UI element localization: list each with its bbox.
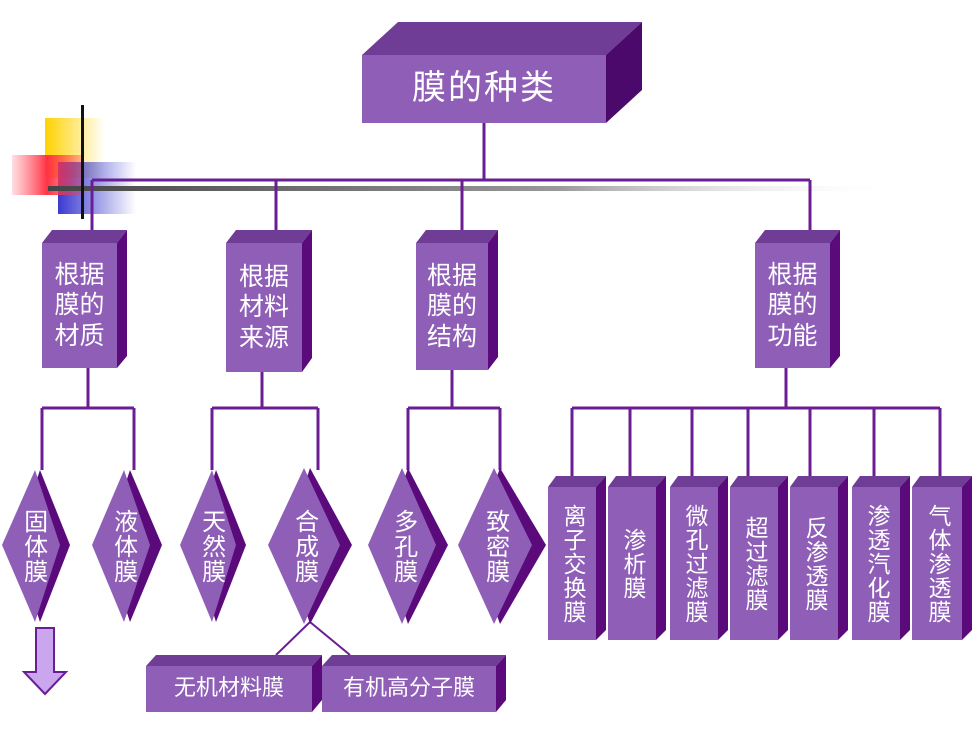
down-arrow-icon <box>21 627 69 696</box>
function-type-pervaporation: 渗透汽化膜 <box>863 503 890 624</box>
category-material-line-1: 根据 <box>54 259 105 289</box>
category-function: 根据 膜的 功能 <box>755 243 830 368</box>
corner-decoration-icon <box>12 105 898 219</box>
synthetic-sub-boxes <box>146 655 506 712</box>
category-material: 根据 膜的 材质 <box>42 243 117 368</box>
category-structure-line-3: 结构 <box>426 321 477 351</box>
category-function-line-1: 根据 <box>767 259 818 289</box>
category-source-line-1: 根据 <box>238 261 289 291</box>
function-boxes <box>548 476 972 640</box>
function-type-gas-permeation: 气体渗透膜 <box>924 503 951 624</box>
diamond-dense <box>458 468 546 624</box>
title-box <box>362 22 642 123</box>
category-function-line-3: 功能 <box>767 320 818 350</box>
structure-type-dense: 致密膜 <box>481 508 510 584</box>
category-box-function <box>755 230 840 368</box>
category-source-line-2: 材料 <box>238 292 289 322</box>
source-type-natural: 天然膜 <box>197 508 226 584</box>
structure-type-porous: 多孔膜 <box>389 508 418 584</box>
category-function-line-2: 膜的 <box>767 290 818 320</box>
category-box-structure <box>416 230 498 370</box>
category-structure: 根据 膜的 结构 <box>416 243 488 370</box>
category-box-material <box>42 230 127 368</box>
diamond-liquid <box>92 470 162 622</box>
synthetic-type-inorganic: 无机材料膜 <box>173 675 284 701</box>
category-material-line-3: 材质 <box>54 320 105 350</box>
function-type-microfiltration: 微孔过滤膜 <box>681 503 708 624</box>
material-type-liquid: 液体膜 <box>109 508 138 584</box>
category-structure-line-1: 根据 <box>426 260 477 290</box>
synthetic-type-organic-polymer: 有机高分子膜 <box>342 675 475 701</box>
function-type-ion-exchange: 离子交换膜 <box>559 503 586 624</box>
category-source: 根据 材料 来源 <box>226 243 302 372</box>
material-type-solid: 固体膜 <box>19 508 48 584</box>
diamond-natural <box>180 470 246 622</box>
connector-lines <box>40 120 942 656</box>
category-source-line-3: 来源 <box>238 322 289 352</box>
function-type-reverse-osmosis: 反渗透膜 <box>801 515 828 612</box>
diamond-synthetic <box>268 468 352 624</box>
category-structure-line-2: 膜的 <box>426 291 477 321</box>
source-type-synthetic: 合成膜 <box>290 508 319 584</box>
function-type-dialysis: 渗析膜 <box>619 527 646 600</box>
diamond-solid <box>2 470 70 622</box>
diagram-title: 膜的种类 <box>412 68 556 109</box>
function-type-ultrafiltration: 超过滤膜 <box>741 515 768 612</box>
category-material-line-2: 膜的 <box>54 290 105 320</box>
category-box-source <box>226 230 312 372</box>
diamond-porous <box>368 468 448 624</box>
